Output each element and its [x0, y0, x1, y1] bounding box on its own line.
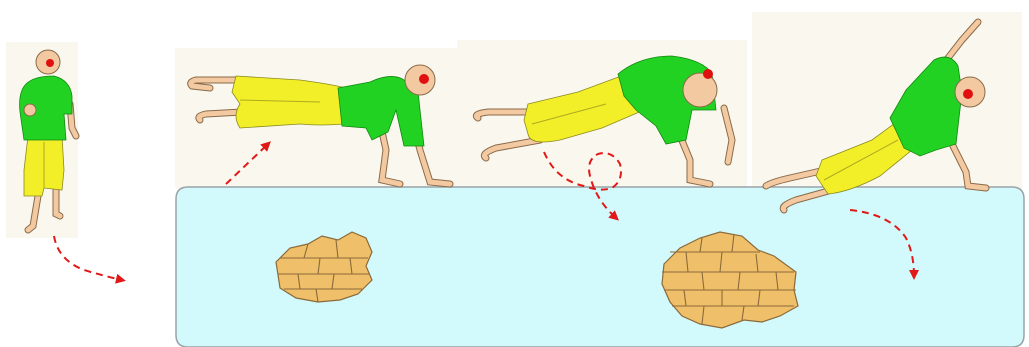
arrow-standing-to-plank	[54, 236, 122, 280]
